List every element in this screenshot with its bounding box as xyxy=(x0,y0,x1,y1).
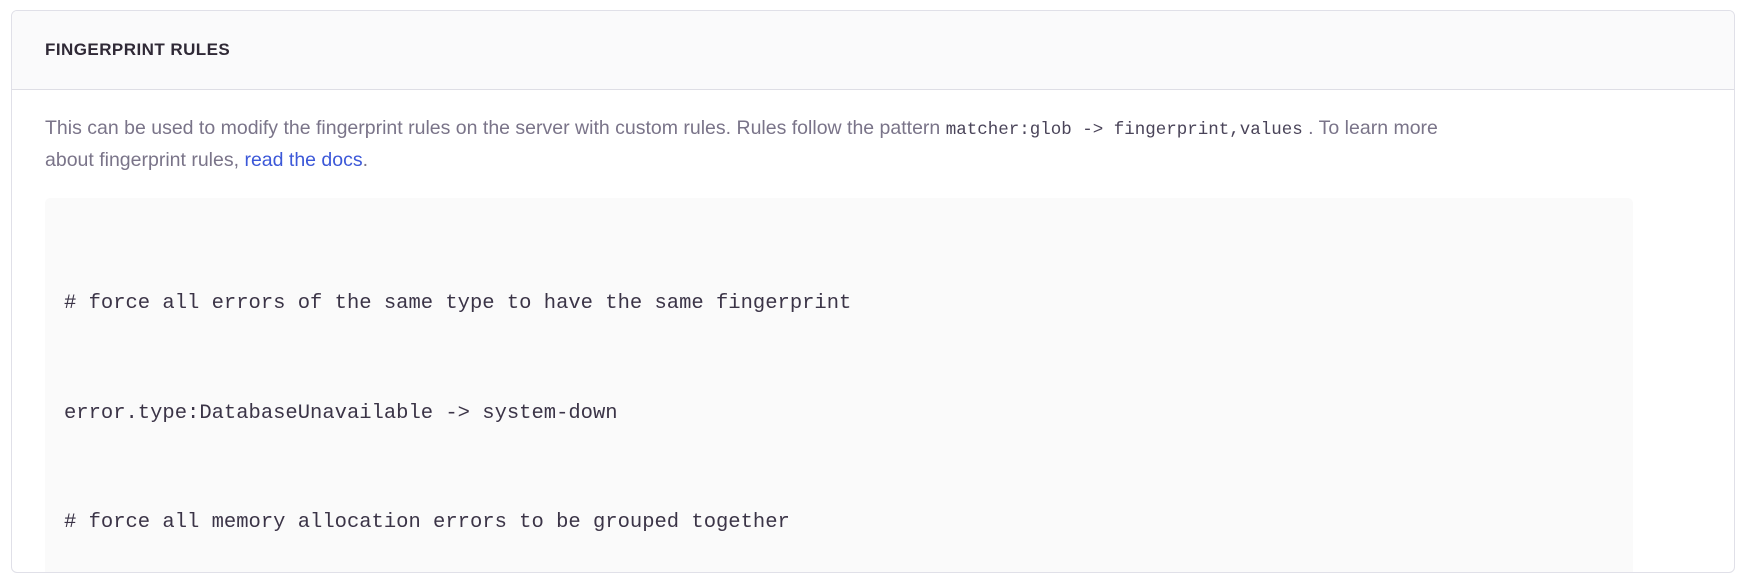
code-line: # force all memory allocation errors to … xyxy=(64,511,790,534)
panel-header: FINGERPRINT RULES xyxy=(12,11,1734,90)
description-text-part-1: This can be used to modify the fingerpri… xyxy=(45,117,946,139)
panel-description: This can be used to modify the fingerpri… xyxy=(45,113,1465,175)
read-the-docs-link[interactable]: read the docs xyxy=(244,149,363,171)
inline-code-values: values xyxy=(1239,120,1303,140)
description-text-part-3: . xyxy=(362,149,369,171)
code-line: # force all errors of the same type to h… xyxy=(64,292,852,315)
panel-body: This can be used to modify the fingerpri… xyxy=(12,90,1734,572)
page-title: FINGERPRINT RULES xyxy=(45,40,231,59)
example-code-block: # force all errors of the same type to h… xyxy=(45,198,1633,572)
description-text-part-2: . To learn more about fingerprint rules, xyxy=(45,117,1438,171)
code-line: error.type:DatabaseUnavailable -> system… xyxy=(64,401,618,425)
inline-code-matcher-pattern: matcher:glob -> fingerprint, xyxy=(945,120,1240,140)
fingerprint-rules-panel: FINGERPRINT RULES This can be used to mo… xyxy=(11,10,1735,573)
